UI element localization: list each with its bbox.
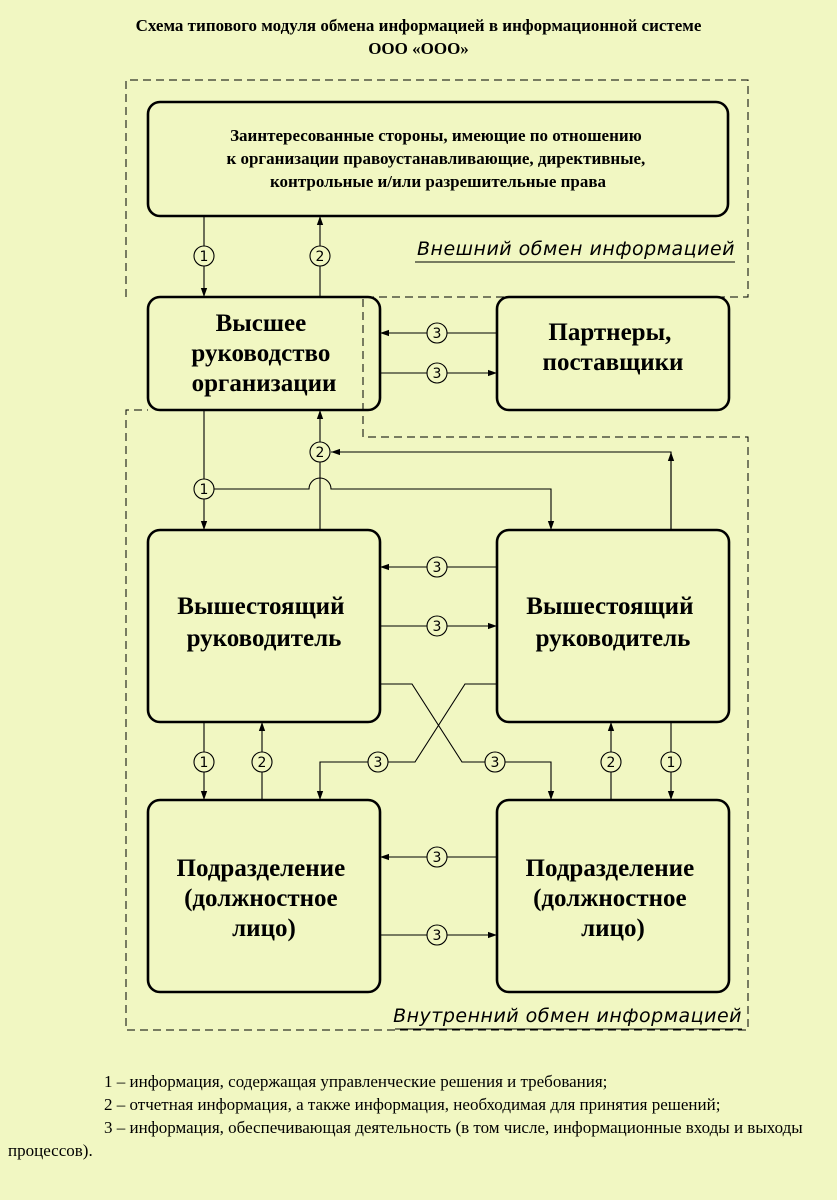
svg-text:1: 1 bbox=[667, 755, 676, 771]
superior-right-text: Вышестоящий руководитель bbox=[526, 593, 699, 652]
svg-text:3: 3 bbox=[433, 560, 442, 576]
svg-text:3: 3 bbox=[491, 755, 500, 771]
svg-text:2: 2 bbox=[607, 755, 616, 771]
svg-text:1: 1 bbox=[200, 755, 209, 771]
flow-marker-1: 1 bbox=[193, 245, 215, 267]
flow-marker-3: 3 bbox=[426, 924, 448, 946]
legend-item-1: 1 – информация, содержащая управленчески… bbox=[104, 1072, 608, 1091]
flow-marker-3: 3 bbox=[426, 362, 448, 384]
external-zone-label: Внешний обмен информацией bbox=[417, 238, 735, 260]
diagram-title: Схема типового модуля обмена информацией… bbox=[0, 14, 837, 60]
flow-marker-1: 1 bbox=[193, 478, 215, 500]
superior-right-line-2: руководитель bbox=[536, 625, 691, 652]
unit-right-line-1: Подразделение bbox=[526, 855, 695, 882]
svg-text:2: 2 bbox=[316, 249, 325, 265]
exchange-diagram: Внешний обмен информацией Внутренний обм… bbox=[125, 79, 749, 1031]
top-management-line-2: руководство bbox=[191, 340, 330, 367]
partners-line-2: поставщики bbox=[543, 349, 684, 376]
svg-text:2: 2 bbox=[316, 445, 325, 461]
title-line-2: ООО «ООО» bbox=[368, 39, 469, 58]
svg-text:3: 3 bbox=[433, 619, 442, 635]
partners-text: Партнеры, поставщики bbox=[543, 319, 684, 376]
arrow-superior-right-to-unit-left bbox=[316, 683, 497, 800]
stakeholders-line-2: к организации правоустанавливающие, дире… bbox=[226, 149, 645, 168]
flow-marker-2: 2 bbox=[309, 441, 331, 463]
top-management-text: Высшее руководство организации bbox=[191, 310, 336, 397]
svg-text:3: 3 bbox=[433, 326, 442, 342]
svg-text:3: 3 bbox=[374, 755, 383, 771]
superior-left-line-2: руководитель bbox=[187, 625, 342, 652]
arrow-management-to-superior-right bbox=[204, 477, 555, 530]
internal-zone-label: Внутренний обмен информацией bbox=[393, 1005, 742, 1027]
stakeholders-line-1: Заинтересованные стороны, имеющие по отн… bbox=[230, 126, 642, 145]
flow-marker-1: 1 bbox=[660, 751, 682, 773]
unit-right-text: Подразделение (должностное лицо) bbox=[526, 855, 701, 942]
arrow-superior-right-to-management bbox=[331, 448, 672, 530]
superior-left-line-1: Вышестоящий bbox=[177, 593, 344, 620]
legend-item-2: 2 – отчетная информация, а также информа… bbox=[104, 1095, 721, 1114]
superior-right-line-1: Вышестоящий bbox=[526, 593, 693, 620]
flow-marker-3: 3 bbox=[426, 322, 448, 344]
arrow-superior-left-to-unit-right bbox=[380, 683, 555, 800]
top-management-box bbox=[146, 295, 382, 412]
legend: 1 – информация, содержащая управленчески… bbox=[8, 1070, 808, 1162]
svg-text:1: 1 bbox=[200, 249, 209, 265]
unit-left-line-3: лицо) bbox=[232, 915, 296, 942]
unit-left-text: Подразделение (должностное лицо) bbox=[177, 855, 352, 942]
top-management-line-3: организации bbox=[192, 370, 337, 397]
unit-right-line-2: (должностное bbox=[533, 885, 687, 912]
unit-right-line-3: лицо) bbox=[581, 915, 645, 942]
partners-box bbox=[495, 295, 731, 412]
flow-marker-3: 3 bbox=[426, 846, 448, 868]
svg-text:2: 2 bbox=[258, 755, 267, 771]
unit-left-line-1: Подразделение bbox=[177, 855, 346, 882]
external-zone-border bbox=[125, 79, 749, 1031]
unit-right-box bbox=[495, 798, 731, 994]
stakeholders-text: Заинтересованные стороны, имеющие по отн… bbox=[226, 126, 649, 191]
svg-text:1: 1 bbox=[200, 482, 209, 498]
flow-marker-1: 1 bbox=[193, 751, 215, 773]
flow-marker-2: 2 bbox=[251, 751, 273, 773]
title-line-1: Схема типового модуля обмена информацией… bbox=[135, 16, 702, 35]
flow-marker-2: 2 bbox=[309, 245, 331, 267]
legend-item-3: 3 – информация, обеспечивающая деятельно… bbox=[8, 1118, 803, 1160]
svg-text:3: 3 bbox=[433, 366, 442, 382]
partners-line-1: Партнеры, bbox=[548, 319, 671, 346]
flow-marker-2: 2 bbox=[600, 751, 622, 773]
flow-marker-3: 3 bbox=[426, 615, 448, 637]
svg-text:3: 3 bbox=[433, 850, 442, 866]
superior-left-text: Вышестоящий руководитель bbox=[177, 593, 350, 652]
top-management-line-1: Высшее bbox=[216, 310, 307, 337]
flow-marker-3: 3 bbox=[367, 751, 389, 773]
stakeholders-line-3: контрольные и/или разрешительные права bbox=[270, 172, 607, 191]
flow-marker-3: 3 bbox=[426, 556, 448, 578]
unit-left-box bbox=[146, 798, 382, 994]
stakeholders-box bbox=[146, 100, 730, 218]
unit-left-line-2: (должностное bbox=[184, 885, 338, 912]
flow-marker-3: 3 bbox=[484, 751, 506, 773]
svg-text:3: 3 bbox=[433, 928, 442, 944]
